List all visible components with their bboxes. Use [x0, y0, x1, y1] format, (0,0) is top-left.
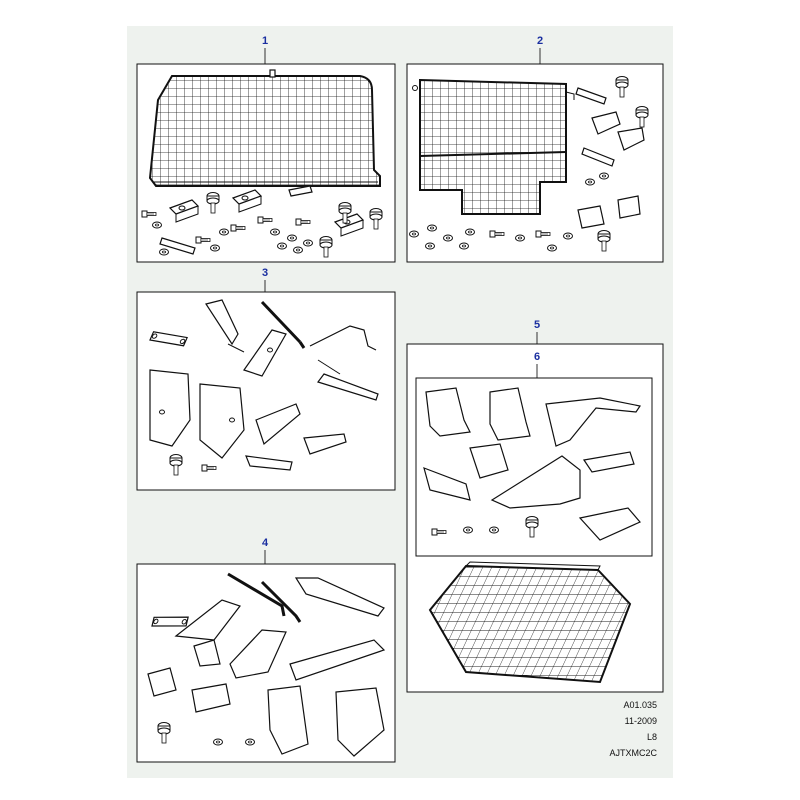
panel-2-guard-kit: [406, 63, 664, 263]
callout-1-label: 1: [262, 35, 268, 47]
callout-2: 2: [537, 35, 543, 64]
model-code: L8: [646, 732, 657, 742]
callout-5-label: 5: [534, 319, 540, 331]
callout-6-label: 6: [534, 351, 540, 363]
callout-3: 3: [262, 267, 268, 292]
panel-6-bracket-kit: [415, 377, 653, 557]
load-floor-mesh-mat: [428, 561, 632, 684]
panel-4-bracket-kit: [136, 563, 396, 763]
callout-6: 6: [534, 351, 540, 378]
callout-5: 5: [534, 319, 540, 344]
part-number: AJTXMC2C: [609, 748, 657, 758]
reference-code: A01.035: [623, 700, 657, 710]
callout-1: 1: [262, 35, 268, 64]
panel-3-bracket-kit: [136, 291, 396, 491]
revision-date: 11-2009: [624, 716, 657, 726]
panel-1-guard-kit: [136, 63, 396, 263]
callout-3-label: 3: [262, 267, 268, 279]
callout-4-label: 4: [262, 537, 269, 549]
callout-4: 4: [262, 537, 269, 564]
callout-2-label: 2: [537, 35, 543, 47]
